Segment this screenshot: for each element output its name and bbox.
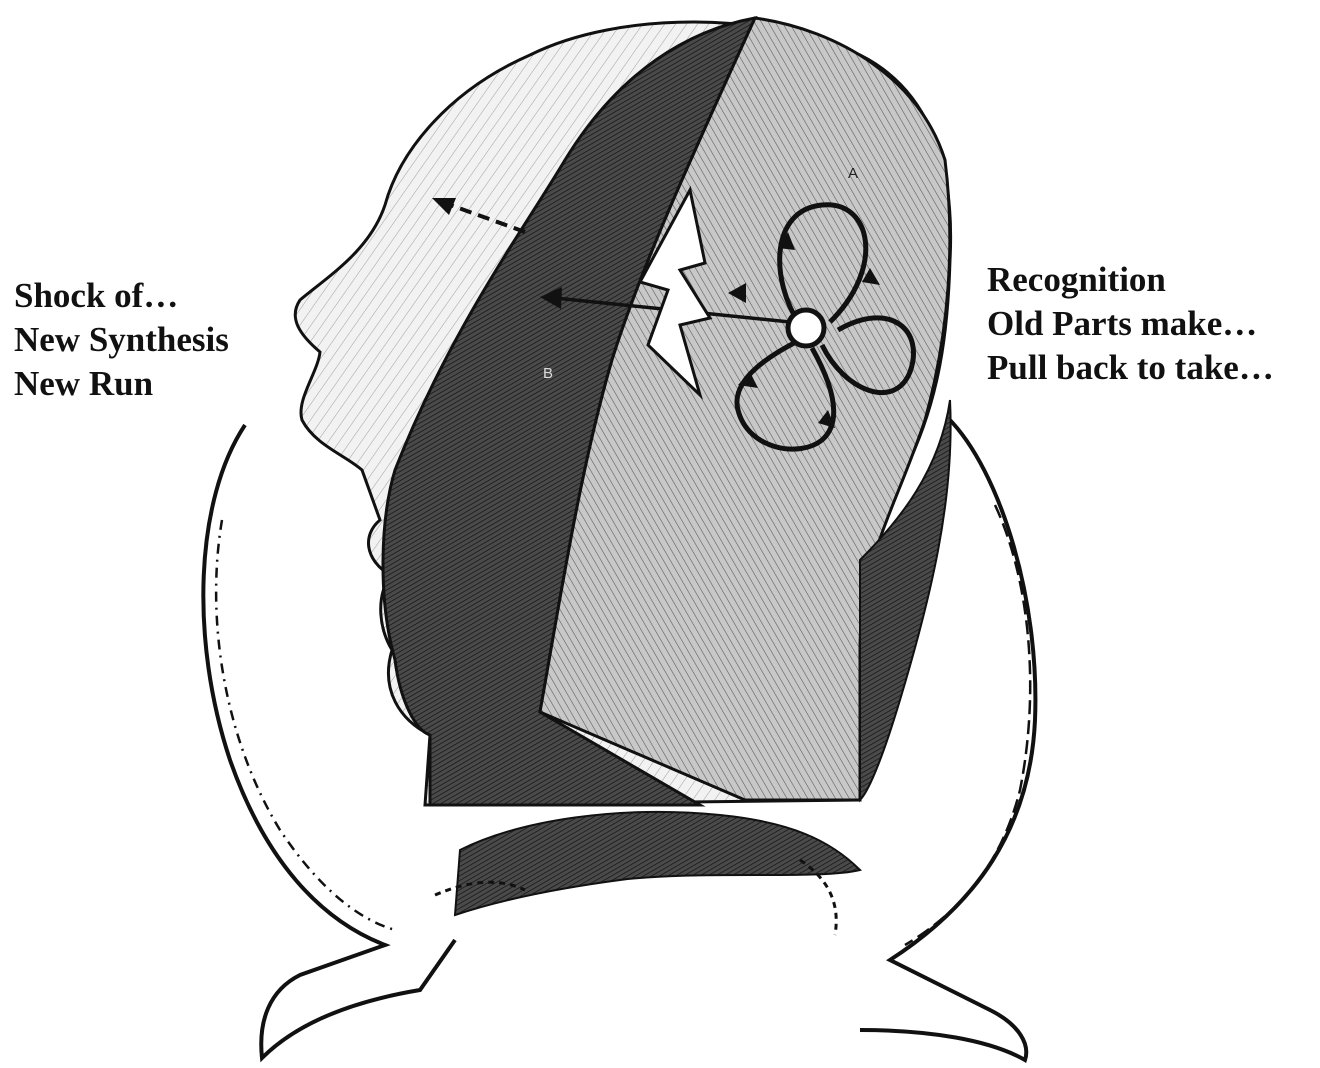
head-profile-icon xyxy=(295,18,950,805)
right-caption-line-1: Recognition xyxy=(987,258,1274,302)
right-caption-line-3: Pull back to take… xyxy=(987,346,1274,390)
plane-b-label: B xyxy=(543,365,553,382)
left-caption-line-1: Shock of… xyxy=(14,274,229,318)
left-caption: Shock of… New Synthesis New Run xyxy=(14,274,229,406)
plane-a-label: A xyxy=(848,165,858,182)
cradle-hatching xyxy=(435,812,860,935)
left-caption-line-2: New Synthesis xyxy=(14,318,229,362)
right-caption-line-2: Old Parts make… xyxy=(987,302,1274,346)
right-caption: Recognition Old Parts make… Pull back to… xyxy=(987,258,1274,390)
left-caption-line-3: New Run xyxy=(14,362,229,406)
